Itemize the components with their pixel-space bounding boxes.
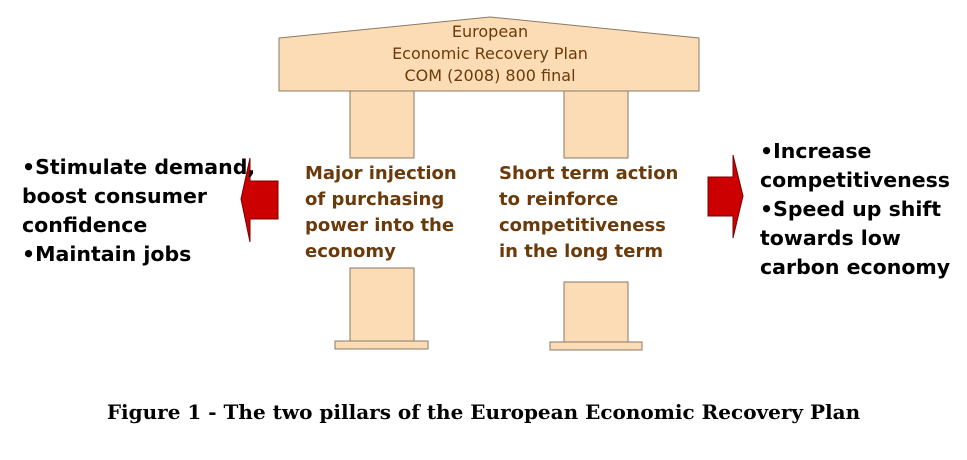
left-pillar-bottom-shaft xyxy=(349,267,415,342)
right-goals: •Increase competitiveness •Speed up shif… xyxy=(760,139,950,279)
right-pillar-text: Short term action to reinforce competiti… xyxy=(499,163,678,262)
figure-caption: Figure 1 - The two pillars of the Europe… xyxy=(106,400,861,424)
right-goal-line: •Increase xyxy=(760,139,871,163)
right-goal-line: towards low xyxy=(760,226,901,250)
roof-title-line: Economic Recovery Plan xyxy=(392,44,588,63)
left-goals: •Stimulate demand, boost consumer confid… xyxy=(22,155,255,266)
left-pillar-top-shaft xyxy=(349,89,415,159)
left-goal-line: boost consumer xyxy=(22,184,208,208)
left-goal-line: confidence xyxy=(22,213,147,237)
right-pillar-top-shaft xyxy=(563,89,629,159)
right-pillar-base xyxy=(549,341,643,351)
right-goal-line: competitiveness xyxy=(760,168,950,192)
left-pillar-text: Major injection of purchasing power into… xyxy=(305,163,457,262)
right-pillar-line: in the long term xyxy=(499,241,663,262)
right-pillar-bottom-shaft xyxy=(563,281,629,343)
left-goal-line: •Maintain jobs xyxy=(22,242,191,266)
right-pillar-line: Short term action xyxy=(499,163,678,184)
roof xyxy=(278,16,700,92)
left-pillar-line: of purchasing xyxy=(305,189,444,210)
left-pillar xyxy=(334,89,429,350)
right-goal-line: carbon economy xyxy=(760,255,950,279)
roof-title-line: COM (2008) 800 final xyxy=(404,66,575,85)
left-pillar-line: economy xyxy=(305,241,396,262)
right-goal-line: •Speed up shift xyxy=(760,197,941,221)
right-pillar-line: competitiveness xyxy=(499,215,666,236)
right-pillar xyxy=(549,89,643,351)
left-pillar-base xyxy=(334,340,429,350)
left-goal-line: •Stimulate demand, xyxy=(22,155,255,179)
left-pillar-line: power into the xyxy=(305,215,454,236)
roof-title-line: European xyxy=(452,22,528,41)
right-pillar-line: to reinforce xyxy=(499,189,618,210)
right-arrow-icon xyxy=(707,154,744,239)
left-arrow-icon xyxy=(240,157,279,243)
left-pillar-line: Major injection xyxy=(305,163,457,184)
